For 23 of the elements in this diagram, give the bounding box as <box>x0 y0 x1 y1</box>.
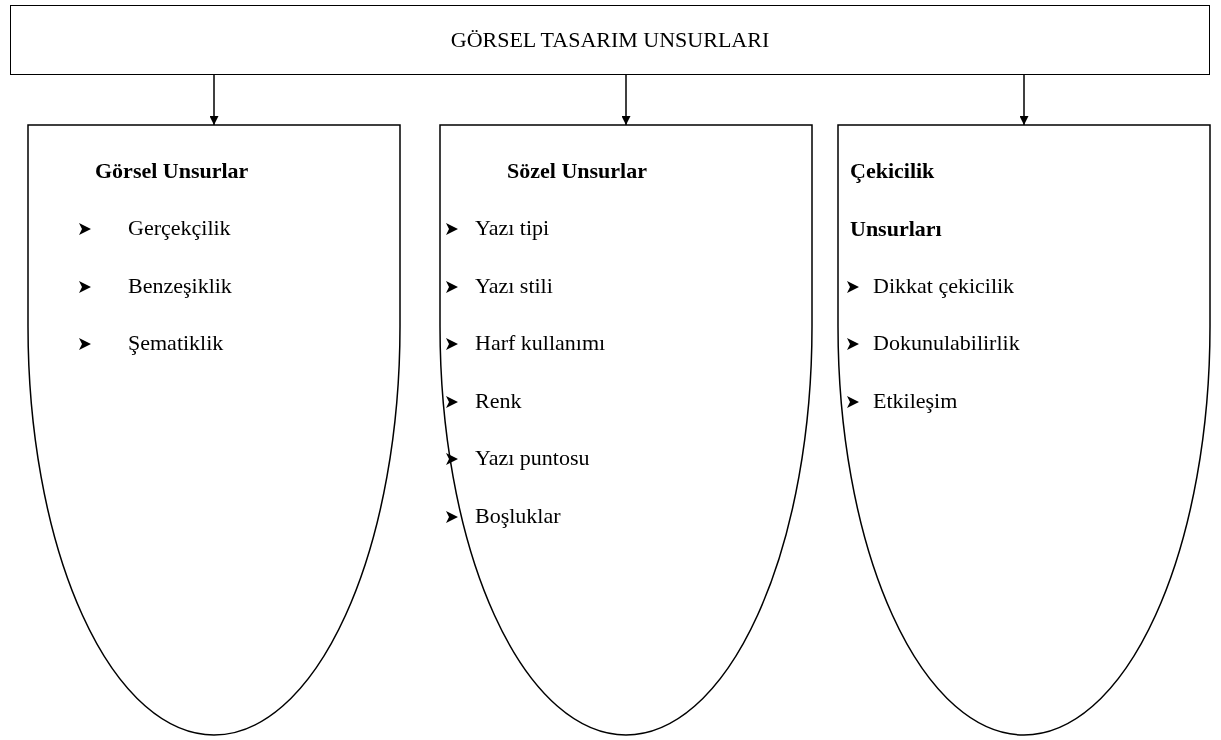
category-shape <box>838 125 1210 735</box>
list-item-text: Benzeşiklik <box>128 272 232 299</box>
category-shape <box>440 125 812 735</box>
list-item-text: Harf kullanımı <box>475 330 606 357</box>
list-item-text: Yazı tipi <box>475 215 550 242</box>
list-item-text: Dokunulabilirlik <box>873 330 1020 357</box>
list-item-text: Dikkat çekicilik <box>873 272 1015 299</box>
title-box <box>10 5 1210 75</box>
category-heading: Sözel Unsurlar <box>507 157 648 185</box>
list-item-text: Şematiklik <box>128 330 224 357</box>
arrow <box>209 74 219 126</box>
list-item-text: Yazı stili <box>475 272 553 299</box>
list-item-text: Gerçekçilik <box>128 215 231 242</box>
list-item-text: Boşluklar <box>475 502 561 529</box>
arrow <box>1019 74 1029 126</box>
list-item-text: Renk <box>475 387 522 414</box>
category-shape <box>28 125 400 735</box>
list-item-text: Etkileşim <box>873 387 958 414</box>
category-heading: Çekicilik Unsurları <box>850 157 943 243</box>
list-item-text: Yazı puntosu <box>475 445 590 472</box>
title-text: GÖRSEL TASARIM UNSURLARI <box>450 27 770 53</box>
category-heading: Görsel Unsurlar <box>95 157 250 185</box>
arrow <box>621 74 631 126</box>
